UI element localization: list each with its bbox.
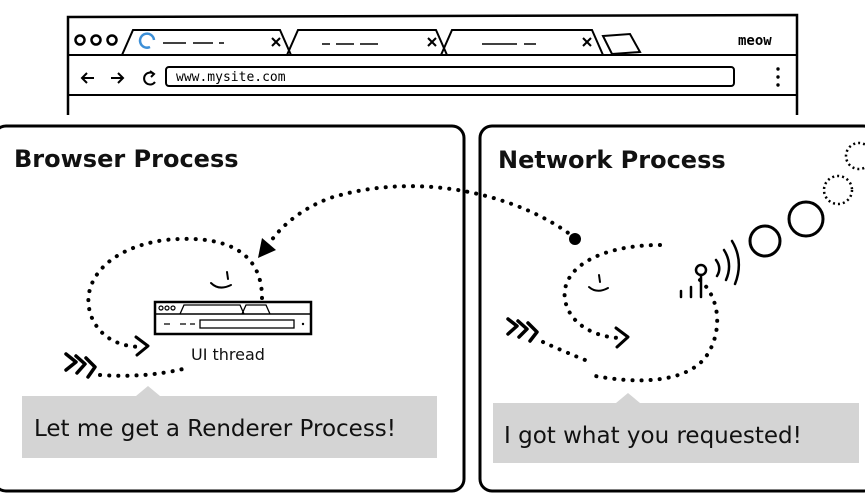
- window-controls-icon: [74, 34, 118, 46]
- mini-browser-icon: [153, 300, 313, 336]
- browser-process-panel: Browser Process UI thread: [0, 124, 466, 493]
- tab-3[interactable]: [440, 29, 604, 56]
- network-bubble-text: I got what you requested!: [504, 423, 802, 449]
- ui-thread-label: UI thread: [191, 345, 265, 364]
- motion-lines-icon: [64, 352, 97, 379]
- loading-spinner-icon: [138, 32, 156, 49]
- ui-thread-character: [86, 236, 264, 349]
- menu-kebab-icon[interactable]: [776, 67, 780, 87]
- arrow-head-icon: [134, 335, 150, 357]
- tab-2[interactable]: [286, 29, 448, 56]
- network-process-panel: Network Process: [478, 124, 865, 493]
- browser-brand: meow: [738, 33, 772, 49]
- antenna-icon: [679, 239, 741, 299]
- reload-button[interactable]: [143, 70, 156, 86]
- network-process-title: Network Process: [498, 146, 726, 174]
- network-speech-bubble: I got what you requested!: [493, 393, 859, 463]
- arrow-origin-dot: [569, 233, 581, 245]
- address-bar[interactable]: [165, 66, 735, 87]
- arrow-head-icon: [614, 326, 630, 349]
- browser-window-sketch: meow www.mysite.com: [66, 13, 799, 115]
- address-bar-url: www.mysite.com: [176, 70, 286, 85]
- browser-process-title: Browser Process: [14, 145, 239, 173]
- tab-1[interactable]: [121, 29, 292, 56]
- back-button[interactable]: [80, 72, 94, 84]
- signal-bubbles-icon: [748, 141, 865, 258]
- ipc-message-arrow: [258, 184, 581, 258]
- tab-close-icon[interactable]: [271, 37, 281, 47]
- browser-bubble-text: Let me get a Renderer Process!: [34, 416, 396, 442]
- network-thread-character: [562, 243, 720, 383]
- character-face-icon: [210, 271, 232, 289]
- new-tab-button[interactable]: [601, 32, 642, 56]
- character-face-icon: [588, 274, 609, 292]
- tab-close-icon[interactable]: [427, 37, 437, 47]
- motion-lines-icon: [506, 317, 539, 343]
- arrow-head-icon: [258, 238, 276, 258]
- tab-close-icon[interactable]: [582, 37, 592, 47]
- forward-button[interactable]: [111, 72, 125, 84]
- browser-speech-bubble: Let me get a Renderer Process!: [22, 386, 437, 458]
